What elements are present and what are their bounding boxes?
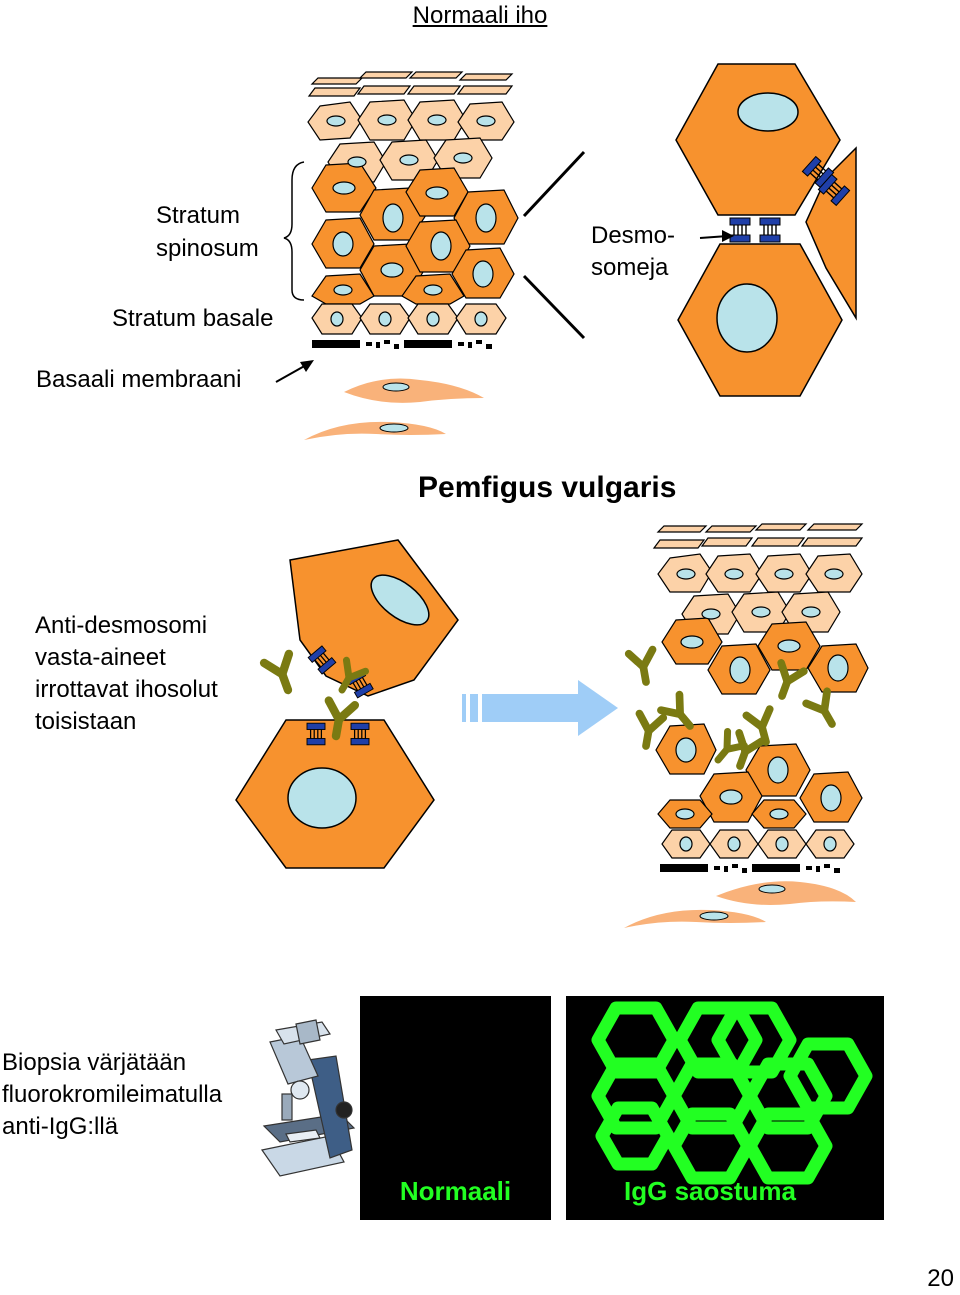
basal-membrane-arrow xyxy=(275,360,314,383)
desmosome-arrow xyxy=(699,230,734,242)
zoom-line-bottom xyxy=(522,274,586,340)
igg-honeycomb xyxy=(591,1001,873,1185)
pemphigus-description-line3: irrottavat ihosolut xyxy=(35,676,218,703)
pemphigus-basal-membrane xyxy=(660,864,840,873)
separated-cells xyxy=(235,539,459,869)
normal-fluorescence-panel: Normaali xyxy=(360,996,551,1220)
pemphigus-title: Pemfigus vulgaris xyxy=(418,471,677,504)
biopsy-description-line3: anti-IgG:llä xyxy=(2,1113,119,1140)
desmosomes-label-line1: Desmo- xyxy=(591,222,676,249)
pemphigus-fibroblasts xyxy=(624,881,856,928)
transition-arrow xyxy=(462,680,618,736)
igg-fluorescence-panel: IgG saostuma xyxy=(566,996,884,1220)
stratum-spinosum-label-line2: spinosum xyxy=(156,235,259,262)
spinosum-bracket xyxy=(283,161,305,301)
biopsy-description-line1: Biopsia värjätään xyxy=(2,1049,187,1076)
dermis-fibroblasts xyxy=(304,378,484,440)
basal-membrane-label: Basaali membraani xyxy=(36,366,242,393)
desmosomes-label-line2: someja xyxy=(591,254,669,281)
page-title: Normaali iho xyxy=(412,2,548,29)
biopsy-description-line2: fluorokromileimatulla xyxy=(2,1081,223,1108)
normal-panel-label: Normaali xyxy=(399,1176,512,1206)
microscope-icon xyxy=(260,1019,356,1177)
pemphigus-nuclei xyxy=(675,568,849,852)
page-number: 20 xyxy=(927,1265,954,1292)
stratum-basale-label: Stratum basale xyxy=(112,305,274,332)
zoom-line-top xyxy=(522,150,586,218)
stratum-spinosum-label-line1: Stratum xyxy=(156,202,241,229)
pemphigus-description-line2: vasta-aineet xyxy=(35,644,166,671)
normal-nuclei xyxy=(326,114,497,327)
igg-panel-label: IgG saostuma xyxy=(624,1176,796,1206)
pemphigus-description-line4: toisistaan xyxy=(35,708,137,735)
pemphigus-description-line1: Anti-desmosomi xyxy=(35,612,208,639)
zoomed-cells xyxy=(675,63,857,397)
basal-membrane xyxy=(312,340,492,349)
